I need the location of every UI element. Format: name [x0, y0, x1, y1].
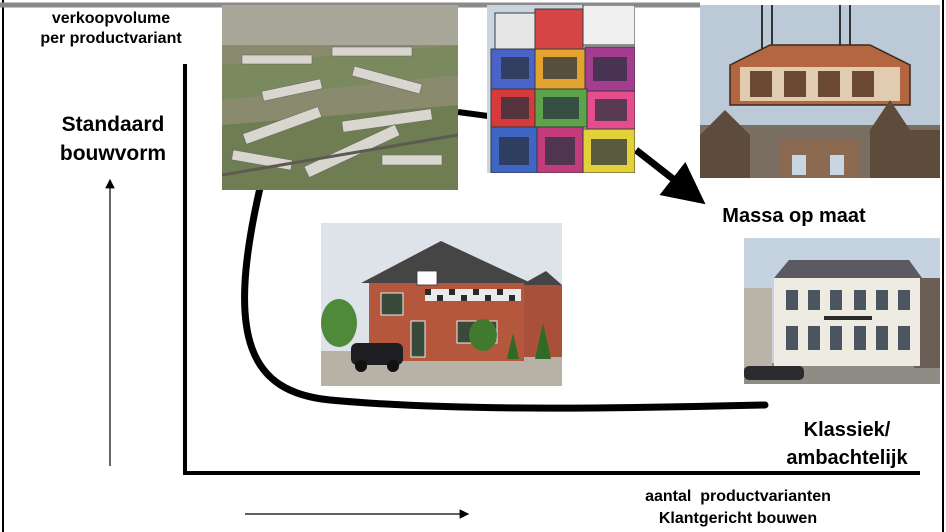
y-axis-title: verkoopvolume per productvariant — [0, 9, 222, 49]
classic-villa-photo — [744, 238, 940, 384]
x-axis-title-line2: Klantgericht bouwen — [658, 510, 818, 527]
brick-family-house-photo — [321, 223, 562, 386]
x-axis-title: aantal productvarianten Klantgericht bou… — [578, 486, 898, 530]
standaard-to-massa-line — [457, 109, 489, 119]
standaard-label-line2: bouwvorm — [59, 142, 167, 165]
x-axis-title-line1: aantal productvarianten — [645, 488, 831, 505]
klassiek-label-line2: ambachtelijk — [786, 447, 908, 469]
y-axis-title-line1: verkoopvolume — [51, 10, 171, 27]
standaard-bouwvorm-label: Standaard bouwvorm — [38, 110, 188, 168]
crane-lifting-module-photo — [700, 5, 940, 178]
stacked-container-units-photo — [487, 5, 635, 173]
aerial-housing-estate-photo — [222, 5, 458, 190]
klassiek-label-line1: Klassiek/ — [803, 419, 891, 441]
massa-op-maat-label: Massa op maat — [722, 205, 866, 227]
y-axis-title-line2: per productvariant — [40, 30, 182, 47]
massa-arrow — [633, 147, 706, 205]
standaard-to-klassiek-curve — [241, 184, 769, 412]
standaard-label-line1: Standaard — [61, 113, 165, 136]
klassiek-ambachtelijk-label: Klassiek/ ambachtelijk — [762, 416, 932, 472]
